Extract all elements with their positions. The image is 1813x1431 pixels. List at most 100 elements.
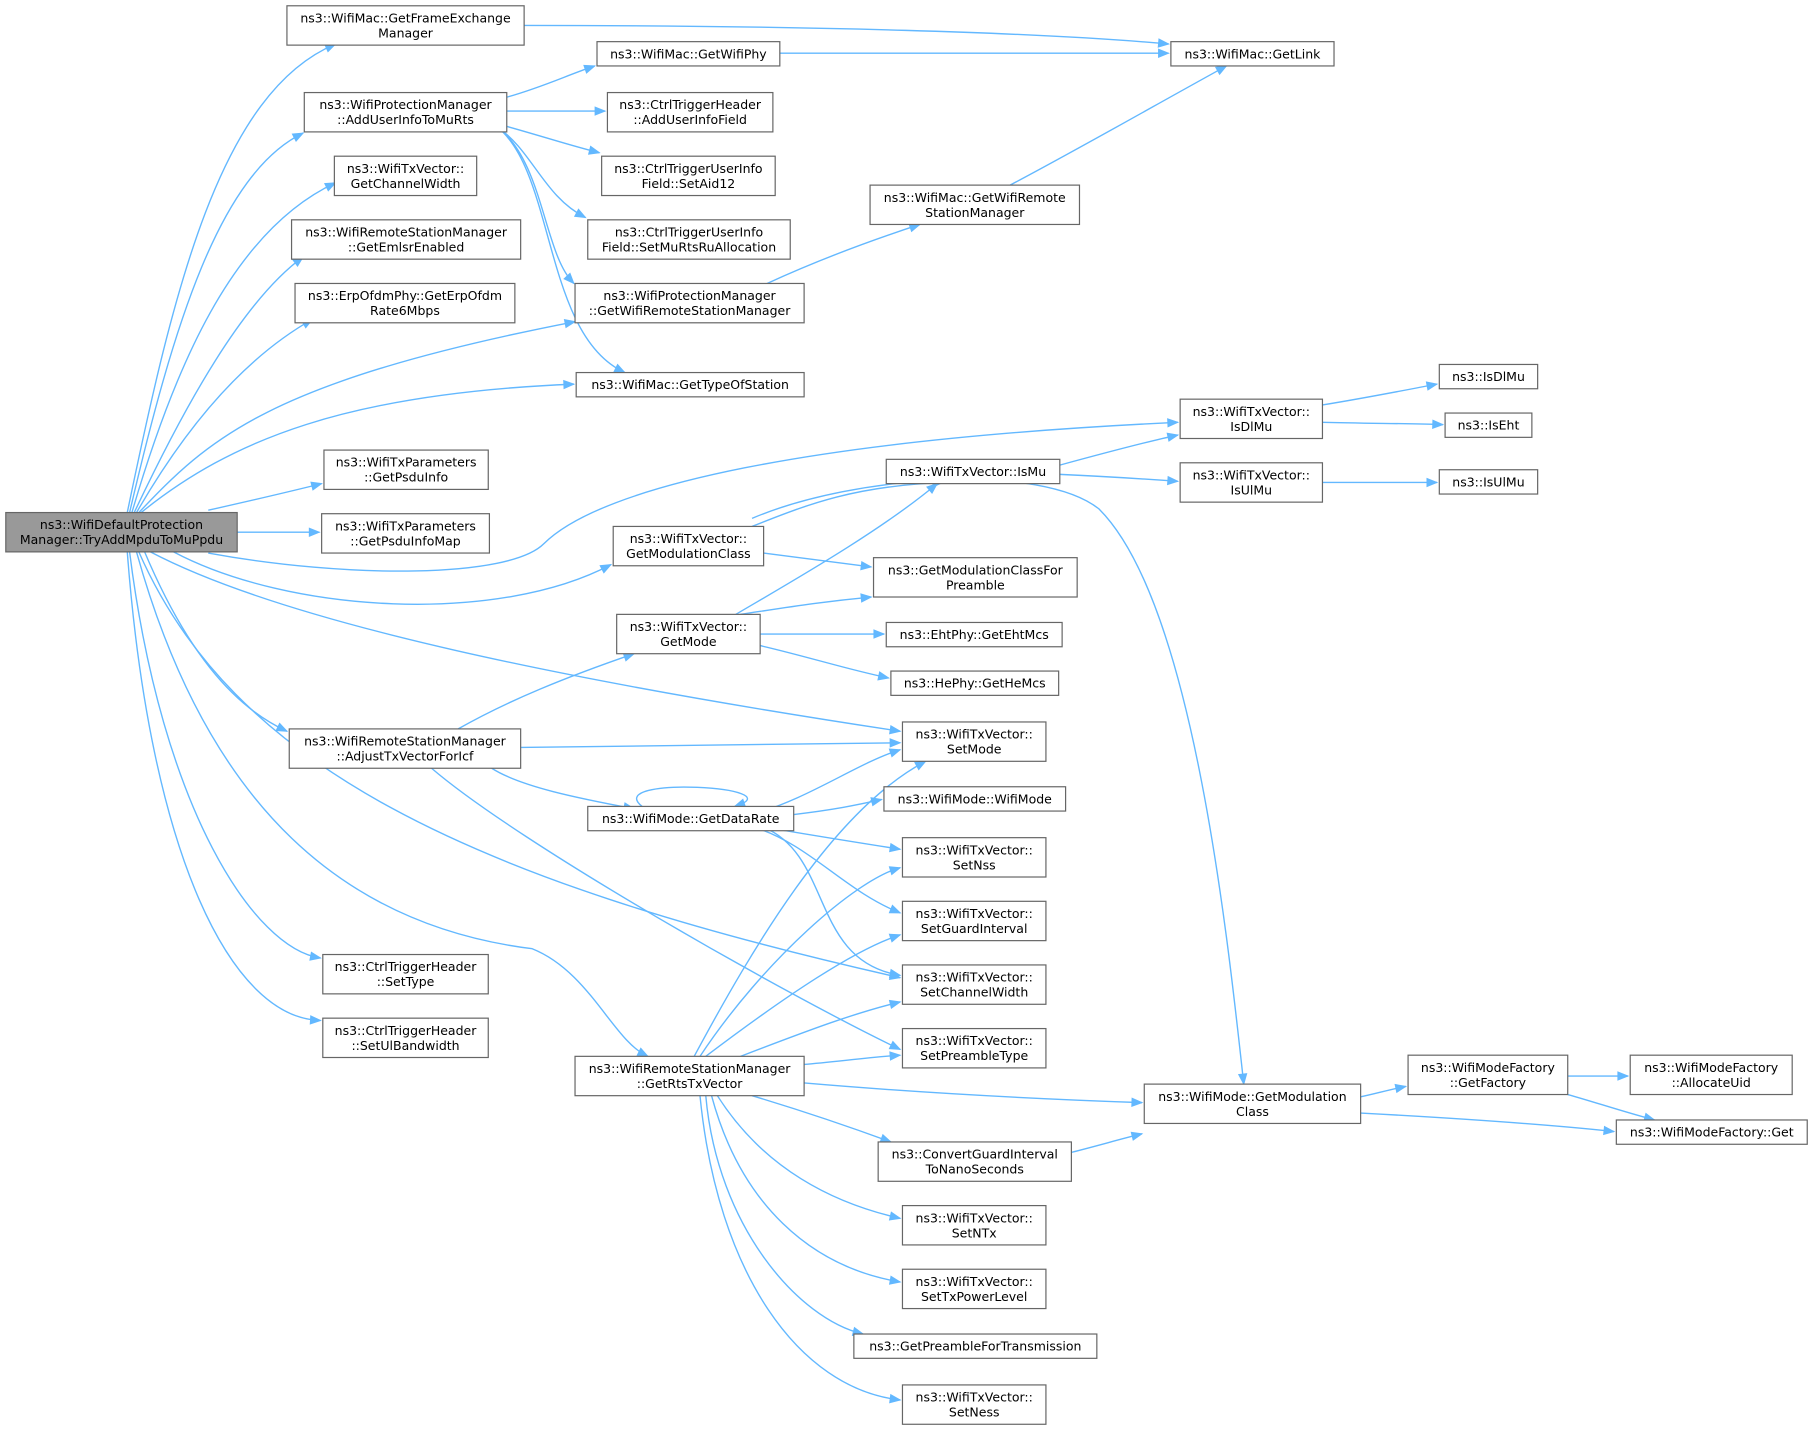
node-box	[1407, 1054, 1569, 1096]
edge-to-addUserInfo	[128, 132, 305, 513]
node-getDataRate[interactable]: ns3::WifiMode::GetDataRate	[587, 805, 795, 832]
node-isUlMu[interactable]: ns3::IsUlMu	[1438, 469, 1539, 495]
node-label-line: SetGuardInterval	[921, 921, 1028, 936]
node-label-line: ns3::IsDlMu	[1452, 369, 1525, 384]
node-label-line: ns3::WifiTxVector::	[916, 842, 1033, 857]
node-addUserInfoField[interactable]: ns3::CtrlTriggerHeader::AddUserInfoField	[606, 91, 774, 133]
node-getPreambleTx[interactable]: ns3::GetPreambleForTransmission	[853, 1333, 1098, 1359]
node-pmGetRsm[interactable]: ns3::WifiProtectionManager::GetWifiRemot…	[574, 282, 805, 324]
node-box	[612, 525, 765, 567]
node-label-line: Rate6Mbps	[370, 303, 440, 318]
edge-arrowhead	[309, 1015, 322, 1025]
node-wifiMode[interactable]: ns3::WifiMode::WifiMode	[883, 786, 1067, 812]
node-getEhtMcs[interactable]: ns3::EhtPhy::GetEhtMcs	[885, 621, 1063, 648]
node-addUserInfo[interactable]: ns3::WifiProtectionManager::AddUserInfoT…	[303, 91, 508, 133]
edge-arrowhead	[860, 593, 873, 603]
node-getPsduInfo[interactable]: ns3::WifiTxParameters::GetPsduInfo	[323, 449, 489, 491]
node-box	[853, 1333, 1098, 1359]
node-getFactory[interactable]: ns3::WifiModeFactory::GetFactory	[1407, 1054, 1569, 1096]
edge-arrowhead	[888, 968, 902, 979]
edge-line	[804, 1054, 901, 1066]
edge-to-setMode	[693, 760, 927, 1057]
node-modeGetModClass[interactable]: ns3::WifiMode::GetModulationClass	[1143, 1083, 1362, 1125]
edge-line	[506, 65, 595, 98]
node-getPsduInfoMap[interactable]: ns3::WifiTxParameters::GetPsduInfoMap	[321, 513, 491, 554]
node-box	[587, 219, 791, 260]
node-box	[885, 458, 1061, 485]
node-label-line: Manager	[378, 25, 434, 40]
edge-arrowhead	[1425, 381, 1439, 391]
node-root[interactable]: ns3::WifiDefaultProtectionManager::TryAd…	[5, 511, 238, 553]
node-setGI[interactable]: ns3::WifiTxVector::SetGuardInterval	[901, 900, 1047, 942]
node-isDlMu[interactable]: ns3::IsDlMu	[1438, 363, 1539, 390]
edge-arrowhead	[573, 208, 587, 219]
edge-line	[705, 934, 901, 1057]
node-macGetRsm[interactable]: ns3::WifiMac::GetWifiRemoteStationManage…	[869, 184, 1081, 226]
node-getChannelWidth[interactable]: ns3::WifiTxVector::GetChannelWidth	[333, 155, 478, 197]
node-setPreamble[interactable]: ns3::WifiTxVector::SetPreambleType	[901, 1027, 1047, 1069]
node-setNTx[interactable]: ns3::WifiTxVector::SetNTx	[901, 1204, 1047, 1246]
edge-to-getWifiPhy	[506, 64, 596, 98]
node-isMu[interactable]: ns3::WifiTxVector::IsMu	[885, 458, 1061, 485]
edge-line	[751, 1095, 892, 1143]
node-label-line: ns3::WifiMode::GetDataRate	[602, 811, 780, 826]
node-box	[5, 511, 238, 553]
node-box	[1179, 398, 1324, 440]
edge-to-setMuRts	[497, 126, 587, 219]
node-getLink[interactable]: ns3::WifiMac::GetLink	[1170, 41, 1335, 67]
edge-line	[705, 1095, 864, 1335]
node-factoryGet[interactable]: ns3::WifiModeFactory::Get	[1615, 1119, 1808, 1145]
node-box	[323, 449, 489, 491]
node-label-line: ::GetPsduInfo	[364, 470, 448, 485]
edge-arrowhead	[308, 527, 321, 537]
node-setMode[interactable]: ns3::WifiTxVector::SetMode	[901, 721, 1047, 762]
node-label-line: ns3::HePhy::GetHeMcs	[904, 676, 1046, 691]
node-isUlMuV[interactable]: ns3::WifiTxVector::IsUlMu	[1179, 462, 1324, 503]
edge-to-setNss	[699, 866, 902, 1057]
node-adjustTx[interactable]: ns3::WifiRemoteStationManager::AdjustTxV…	[288, 728, 522, 769]
node-label-line: ns3::IsUlMu	[1452, 474, 1524, 489]
edge-line	[131, 182, 336, 513]
node-setTxPower[interactable]: ns3::WifiTxVector::SetTxPowerLevel	[901, 1268, 1047, 1310]
node-getWifiPhy[interactable]: ns3::WifiMac::GetWifiPhy	[596, 41, 781, 67]
node-label-line: IsUlMu	[1231, 482, 1273, 497]
node-label-line: ns3::WifiMac::GetFrameExchange	[300, 10, 511, 25]
node-getRtsTx[interactable]: ns3::WifiRemoteStationManager::GetRtsTxV…	[574, 1055, 805, 1097]
node-label-line: ns3::WifiRemoteStationManager	[304, 734, 507, 749]
node-setNess[interactable]: ns3::WifiTxVector::SetNess	[901, 1384, 1047, 1425]
edge-arrowhead	[563, 319, 577, 329]
node-setType[interactable]: ns3::CtrlTriggerHeader::SetType	[322, 953, 489, 995]
edge-line	[128, 551, 321, 959]
node-box	[1629, 1054, 1793, 1096]
node-getHeMcs[interactable]: ns3::HePhy::GetHeMcs	[890, 670, 1060, 696]
node-isEht[interactable]: ns3::IsEht	[1444, 412, 1533, 438]
edge-line	[735, 483, 938, 615]
edge-to-setPreamble	[431, 767, 902, 1051]
node-getTypeOfStation[interactable]: ns3::WifiMac::GetTypeOfStation	[575, 371, 805, 398]
node-getMode[interactable]: ns3::WifiTxVector::GetMode	[616, 613, 761, 655]
edge-arrowhead	[309, 951, 322, 961]
edge-to-adjustTx	[143, 551, 289, 732]
node-label-line: ns3::CtrlTriggerUserInfo	[615, 224, 763, 239]
node-getModClass[interactable]: ns3::WifiTxVector::GetModulationClass	[612, 525, 765, 567]
edge-to-isMu	[751, 478, 945, 528]
edge-line	[431, 767, 901, 1051]
node-setCW[interactable]: ns3::WifiTxVector::SetChannelWidth	[901, 964, 1047, 1005]
edge-line	[1567, 1093, 1655, 1121]
edge-to-wifiMode	[793, 797, 883, 816]
node-setNss[interactable]: ns3::WifiTxVector::SetNss	[901, 837, 1047, 878]
node-setUlBw[interactable]: ns3::CtrlTriggerHeader::SetUlBandwidth	[322, 1017, 489, 1059]
node-isDlMuV[interactable]: ns3::WifiTxVector::IsDlMu	[1179, 398, 1324, 440]
edge-arrowhead	[879, 1133, 893, 1143]
edge-to-setPreamble	[804, 1051, 902, 1066]
node-allocateUid[interactable]: ns3::WifiModeFactory::AllocateUid	[1629, 1054, 1793, 1096]
edge-to-isEht	[1322, 419, 1445, 429]
node-label-line: ns3::CtrlTriggerHeader	[335, 1023, 478, 1038]
node-getEmlsr[interactable]: ns3::WifiRemoteStationManager::GetEmlsrE…	[290, 219, 522, 260]
node-setMuRts[interactable]: ns3::CtrlTriggerUserInfoField::SetMuRtsR…	[587, 219, 791, 260]
